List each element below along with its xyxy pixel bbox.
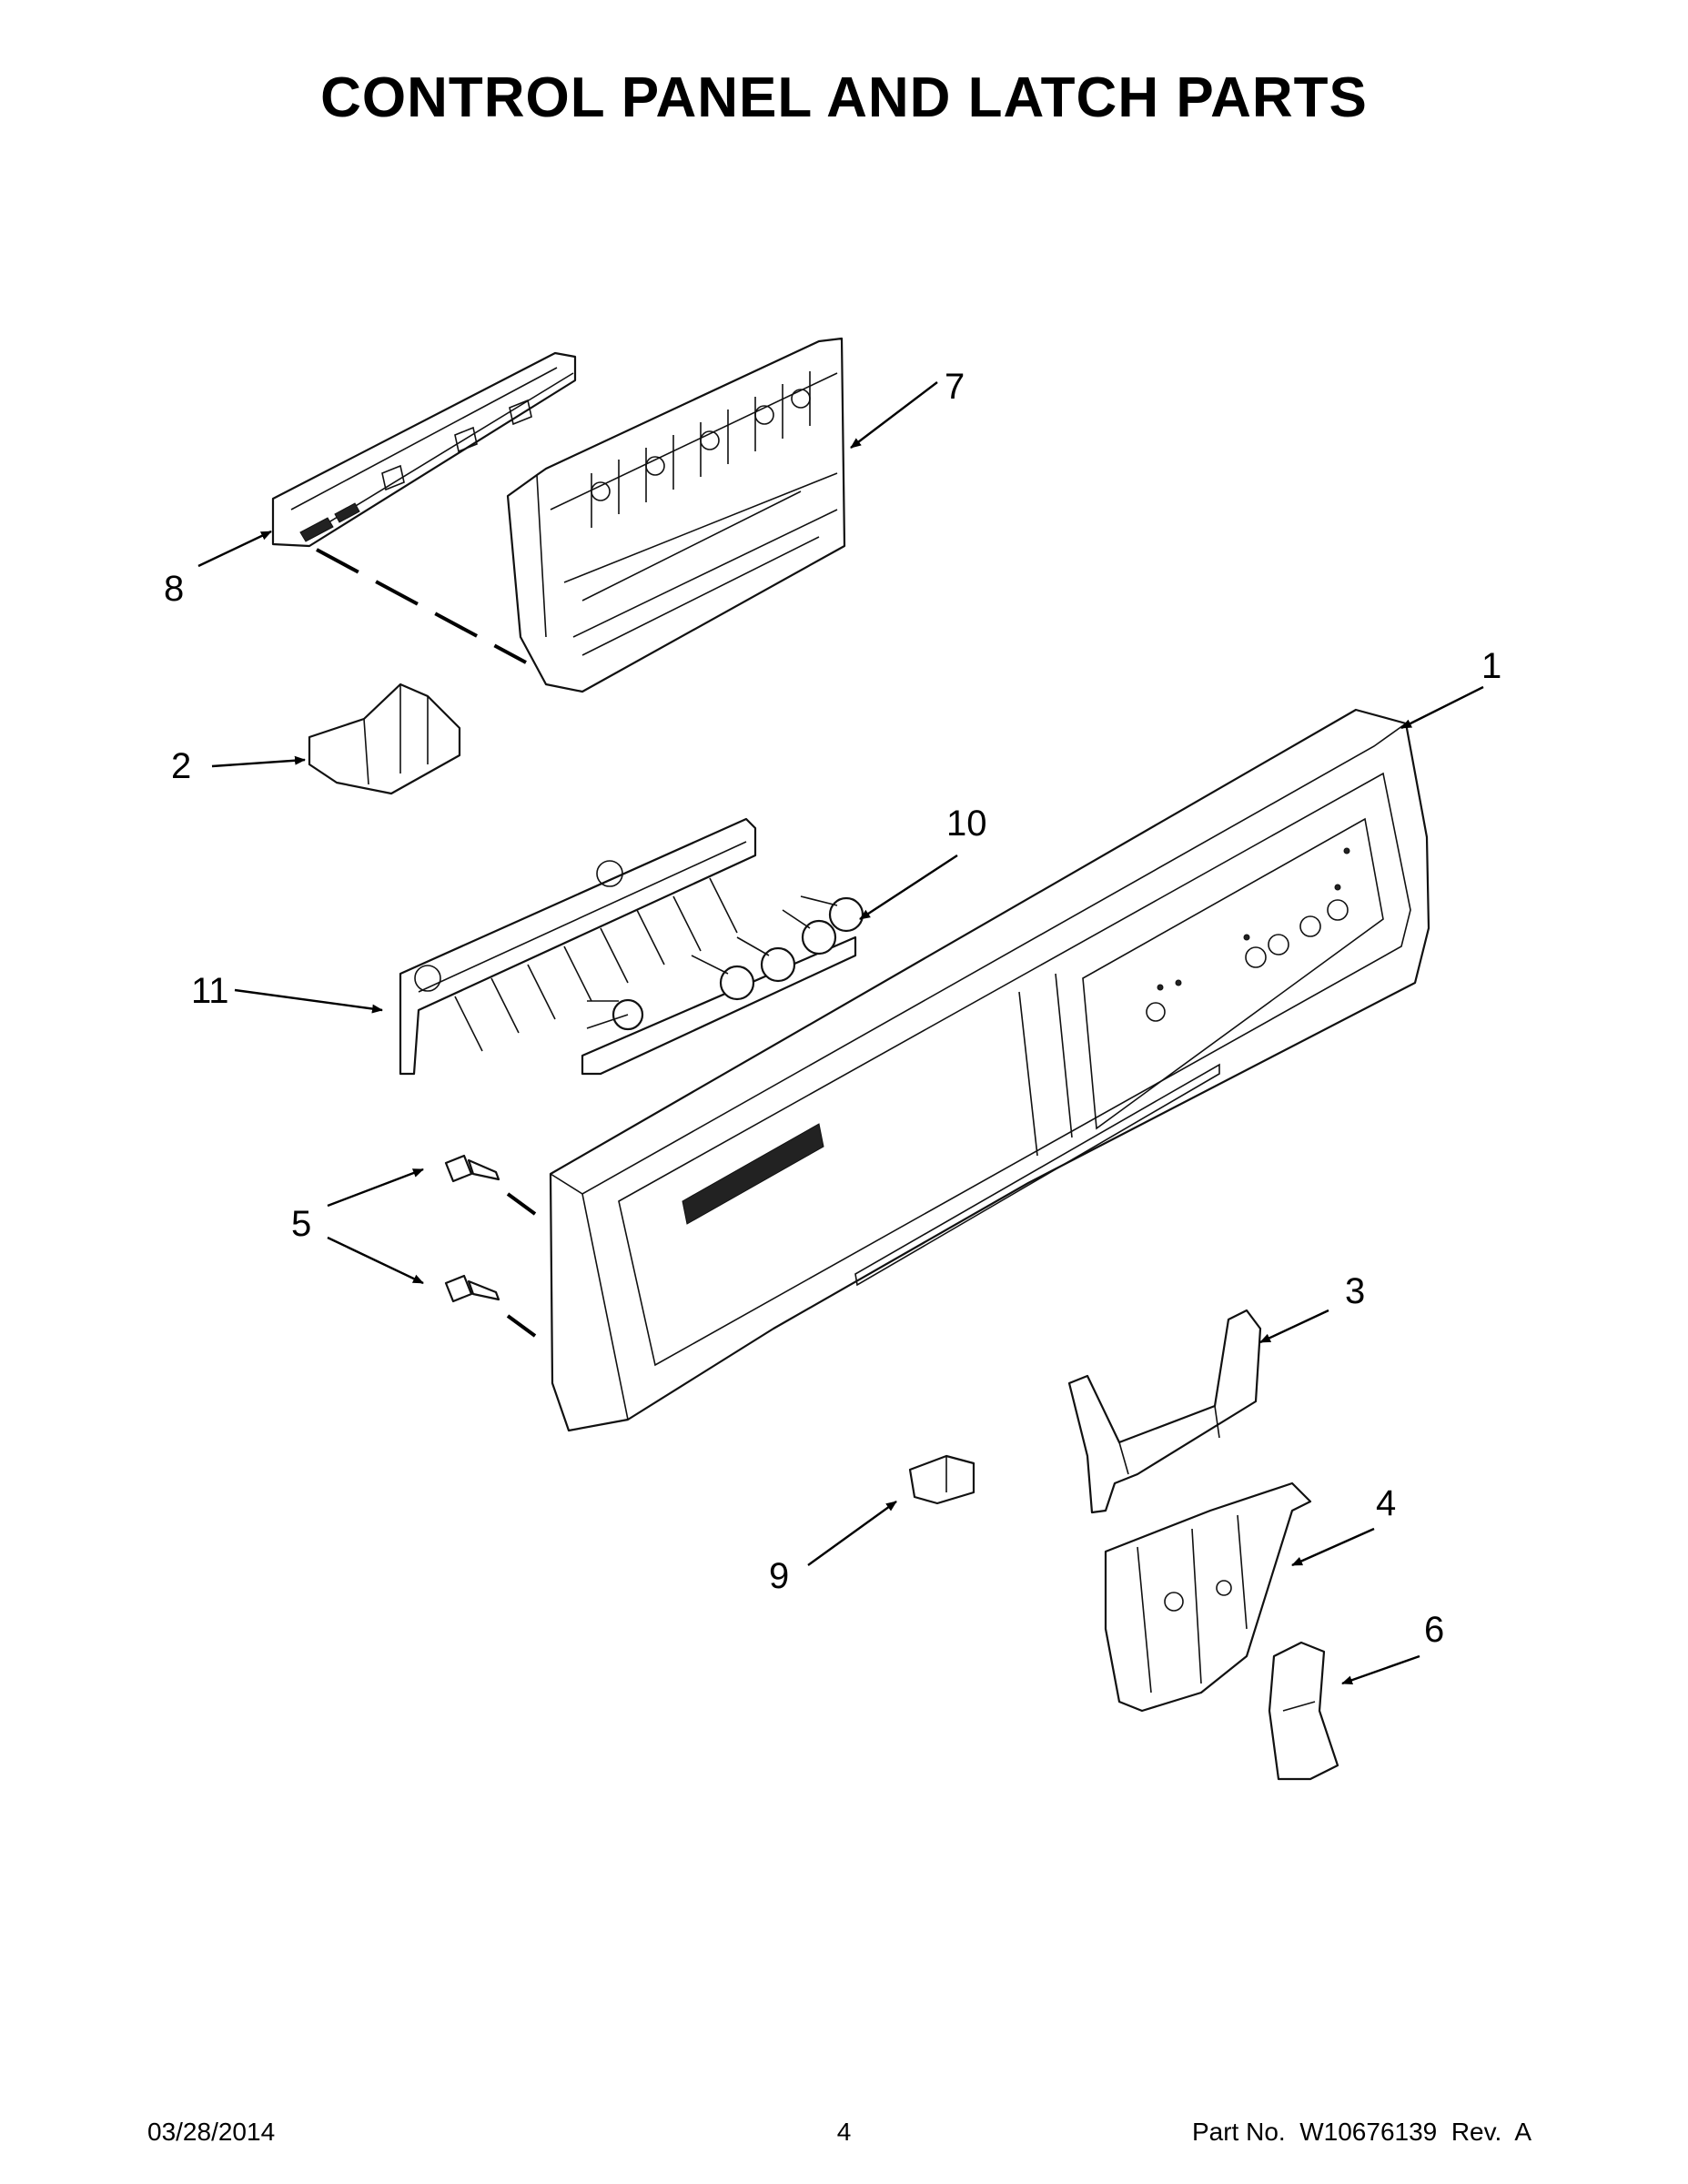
part-1-control-panel[interactable] [549, 708, 1430, 1432]
part-9-switch[interactable] [908, 1454, 975, 1505]
part-2-bracket[interactable] [308, 682, 461, 795]
callout-7: 7 [945, 367, 965, 407]
footer-page-number: 4 [836, 2118, 852, 2146]
part-3-latch-handle[interactable] [1067, 1309, 1262, 1514]
callout-9: 9 [769, 1556, 789, 1596]
assembly-line-5a [506, 1192, 537, 1216]
footer-part-number: W10676139 [1299, 2118, 1438, 2146]
part-10-buttons[interactable] [586, 895, 864, 1031]
footer-part-info: Part No. W10676139 Rev. A [1192, 2118, 1531, 2147]
footer-part-prefix: Part No. [1191, 2118, 1286, 2146]
footer-date: 03/28/2014 [147, 2118, 276, 2146]
callout-8: 8 [164, 569, 184, 609]
part-5-screw-lower[interactable] [444, 1274, 500, 1303]
callout-5: 5 [291, 1204, 311, 1244]
callout-3: 3 [1345, 1271, 1365, 1311]
leader-arrows [197, 381, 1484, 1685]
part-8-bracket[interactable] [271, 351, 577, 548]
part-4-door-latch[interactable] [1104, 1481, 1312, 1713]
part-5-screw-upper[interactable] [444, 1154, 500, 1183]
callout-10: 10 [946, 804, 987, 844]
assembly-line-8 [316, 548, 527, 664]
callout-4: 4 [1376, 1483, 1396, 1523]
callout-2: 2 [171, 746, 191, 786]
part-6-latch-clip[interactable] [1268, 1641, 1339, 1781]
assembly-line-5b [506, 1314, 537, 1338]
callout-1: 1 [1481, 646, 1501, 686]
part-11-button-frame[interactable] [399, 817, 857, 1076]
callout-11: 11 [191, 971, 229, 1011]
part-7-control-board[interactable] [506, 337, 846, 693]
page-title: CONTROL PANEL AND LATCH PARTS [320, 66, 1368, 129]
footer-revision: Rev. A [1450, 2118, 1531, 2146]
callout-6: 6 [1424, 1610, 1444, 1650]
